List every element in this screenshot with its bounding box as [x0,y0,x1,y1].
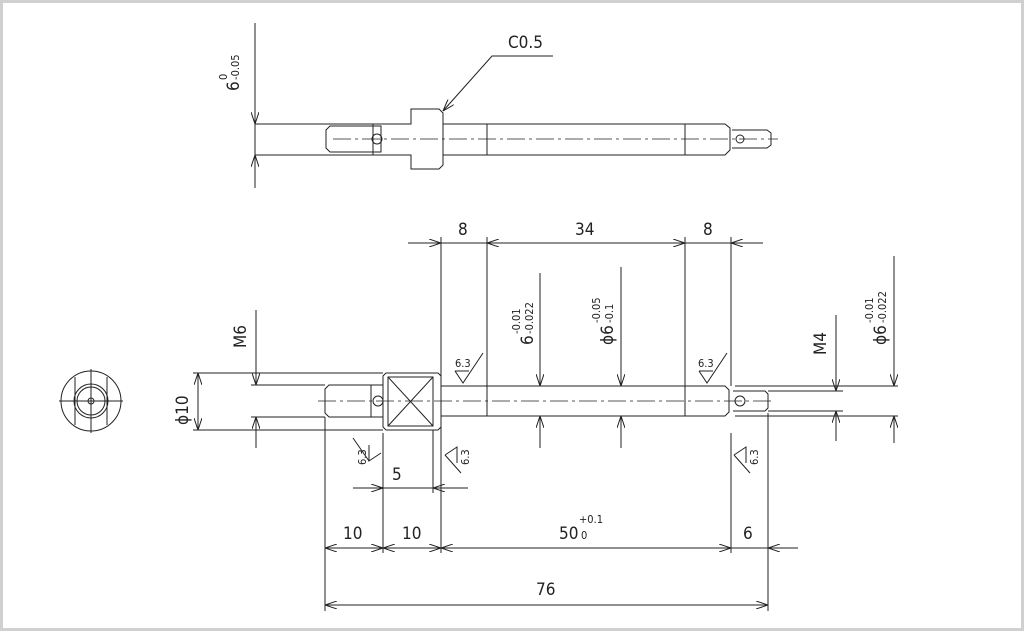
thread-left-label: M6 [231,325,251,348]
roughness-3: 6.3 [356,449,369,465]
top-thickness-upper: 0 [217,74,230,80]
journal-left-nominal: 6 [518,335,538,345]
journal-right-lower: -0.022 [876,291,889,323]
chamfer-label: C0.5 [508,33,543,53]
thread-right-label: M4 [811,332,831,355]
top-thickness-lower: -0.05 [229,54,242,80]
dim-50-upper: +0.1 [579,513,603,526]
roughness-4: 6.3 [459,449,472,465]
dim-overall: 76 [536,580,555,600]
top-view: 6 -0.05 0 C0.5 [217,23,778,188]
flange-diameter-label: ϕ10 [173,395,193,425]
shaft-middle-lower: -0.1 [603,304,616,323]
roughness-1: 6.3 [455,357,471,370]
dim-50-lower: 0 [581,529,587,542]
technical-drawing: 6 -0.05 0 C0.5 [59,23,898,611]
dim-hex: 5 [392,465,402,485]
journal-left-upper: -0.01 [510,308,523,334]
shaft-middle-upper: -0.05 [590,297,603,323]
dim-top-3: 8 [703,220,713,240]
journal-right-nominal: ϕ6 [871,325,891,345]
dim-bottom-2: 10 [402,524,421,544]
dim-top-2: 34 [575,220,594,240]
dim-bottom-1: 10 [343,524,362,544]
journal-left-lower: -0.022 [523,302,536,334]
main-view: ϕ10 M6 6 -0.022 -0.01 ϕ6 -0.1 -0.05 M4 ϕ… [173,220,898,611]
roughness-5: 6.3 [748,449,761,465]
dim-top-1: 8 [458,220,468,240]
journal-right-upper: -0.01 [863,297,876,323]
end-view [59,369,123,433]
dim-bottom-4: 6 [743,524,753,544]
roughness-2: 6.3 [698,357,714,370]
shaft-middle-nominal: ϕ6 [598,325,618,345]
top-thickness-nominal: 6 [224,81,244,91]
dim-bottom-3: 50 [559,524,578,544]
